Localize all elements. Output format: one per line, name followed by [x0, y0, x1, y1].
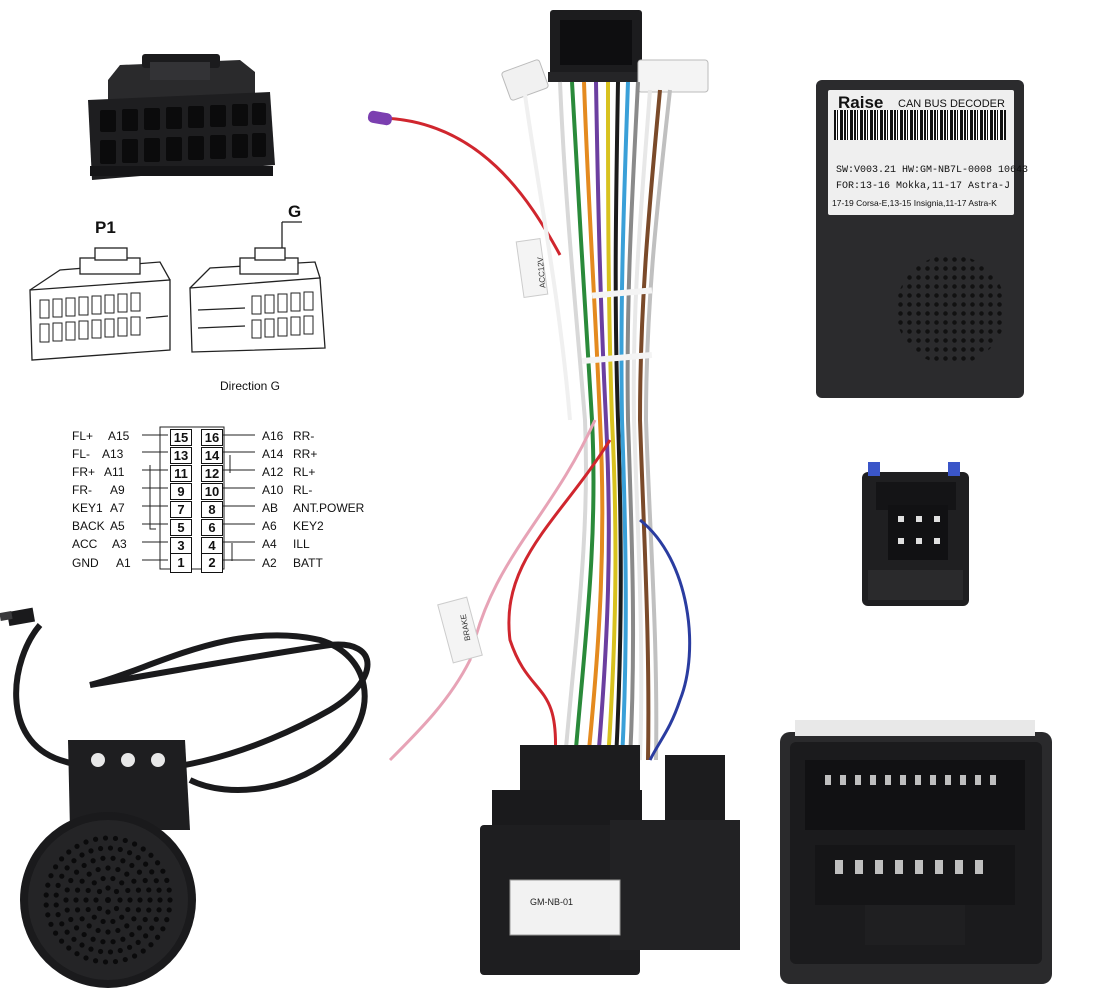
pin-name: RL+	[293, 465, 316, 479]
pin-number: 2	[201, 553, 223, 573]
pin-name: FR+	[72, 465, 96, 479]
decoder-grille	[896, 255, 1006, 365]
pin-name: ANT.POWER	[293, 501, 365, 515]
pin-number: 14	[201, 447, 223, 464]
pin-code: A10	[262, 483, 284, 497]
direction-label: Direction G	[220, 379, 281, 393]
pin-code: AB	[262, 501, 279, 515]
iso-16pin-connector-photo	[80, 40, 280, 190]
large-vehicle-connector-photo	[775, 720, 1055, 990]
canbus-decoder-box	[816, 80, 1024, 398]
pin-number: 9	[170, 483, 192, 500]
barcode	[834, 110, 1006, 140]
pin-code: A5	[110, 519, 125, 533]
pin-number: 8	[201, 501, 223, 518]
pin-number: 4	[201, 537, 223, 554]
pin-number: 16	[201, 429, 223, 446]
pin-code: A3	[112, 537, 127, 551]
p1-title: P1	[95, 218, 116, 237]
harness-module-label: GM-NB-01	[530, 897, 574, 907]
pin-code: A13	[102, 447, 124, 461]
pin-name: FL+	[72, 429, 94, 443]
decoder-sticker	[828, 90, 1014, 215]
connector-line-drawing	[20, 200, 340, 380]
pin-name: RL-	[293, 483, 313, 497]
decoder-title: CAN BUS DECODER	[898, 98, 1005, 110]
pin-code: A9	[110, 483, 125, 497]
pin-code: A11	[104, 465, 125, 479]
pin-name: RR+	[293, 447, 318, 461]
pin-name: KEY1	[72, 501, 103, 515]
decoder-sw-line: SW:V003.21 HW:GM-NB7L-0008 10643	[836, 165, 1029, 176]
pin-name: RR-	[293, 429, 315, 443]
pin-code: A7	[110, 501, 125, 515]
pin-name: BACK	[72, 519, 105, 533]
pin-number: 12	[201, 465, 223, 482]
pin-name: BATT	[293, 556, 323, 570]
decoder-brand: Raise	[838, 93, 884, 112]
pin-code: A14	[262, 447, 284, 461]
speaker-photo	[0, 600, 400, 1000]
pin-number: 11	[170, 465, 192, 482]
g-title: G	[288, 202, 302, 221]
pin-name: ILL	[293, 537, 310, 551]
wiring-harness-photo	[360, 0, 760, 1000]
pin-code: A4	[262, 537, 277, 551]
pin-code: A2	[262, 556, 277, 570]
pin-number: 10	[201, 483, 223, 500]
pin-number: 6	[201, 519, 223, 536]
small-vehicle-connector-photo	[858, 460, 973, 610]
pin-code: A12	[262, 465, 284, 479]
pin-number: 13	[170, 447, 192, 464]
pin-name: FR-	[72, 483, 92, 497]
pin-number: 3	[170, 537, 192, 554]
pin-number: 7	[170, 501, 192, 518]
pin-code: A16	[262, 429, 284, 443]
pin-code: A15	[108, 429, 130, 443]
pin-name: FL-	[72, 447, 90, 461]
pin-name: ACC	[72, 537, 98, 551]
pin-number: 1	[170, 553, 192, 573]
decoder-for-line: FOR:13-16 Mokka,11-17 Astra-J	[836, 181, 1011, 192]
pin-name: KEY2	[293, 519, 324, 533]
pin-number: 15	[170, 429, 192, 446]
pin-number: 5	[170, 519, 192, 536]
pin-code: A1	[116, 556, 131, 570]
pin-name: GND	[72, 556, 99, 570]
pinout-table	[60, 425, 390, 575]
decoder-compat-line: 17-19 Corsa-E,13-15 Insignia,11-17 Astra…	[832, 198, 997, 208]
pin-code: A6	[262, 519, 277, 533]
